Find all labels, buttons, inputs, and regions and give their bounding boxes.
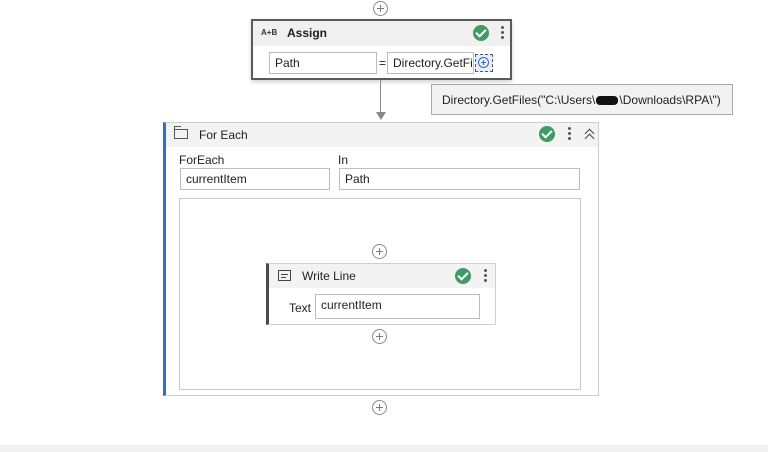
writeline-activity[interactable]: Write Line Text currentItem [266,263,496,325]
in-label: In [338,153,349,167]
kebab-menu-icon[interactable] [501,26,504,41]
check-circle-icon [539,126,555,142]
kebab-menu-icon[interactable] [484,269,487,284]
redaction-mark [596,96,619,106]
add-activity-body-bottom-icon[interactable] [372,329,387,344]
kebab-menu-icon[interactable] [568,127,571,142]
assign-icon: A+B [261,28,278,37]
writeline-title: Write Line [302,269,356,283]
add-activity-top-icon[interactable] [373,1,388,16]
text-value-field[interactable]: currentItem [315,294,480,319]
equals-sign: = [379,56,387,70]
foreach-title: For Each [199,128,248,142]
in-collection-field[interactable]: Path [339,168,580,190]
status-bar [0,445,768,452]
text-label: Text [289,301,312,315]
foreach-item-field[interactable]: currentItem [180,168,330,190]
expression-tooltip: Directory.GetFiles("C:\Users\ \Downloads\… [431,84,733,115]
assign-value-field[interactable]: Directory.GetFi [387,52,474,74]
flow-connector [380,80,381,113]
foreach-header: For Each [166,123,598,147]
add-activity-body-top-icon[interactable] [372,244,387,259]
foreach-label: ForEach [179,153,225,167]
check-circle-icon [473,25,489,41]
tooltip-text-end: \Downloads\RPA\") [619,93,721,107]
collapse-icon[interactable] [584,128,595,144]
foreach-icon [174,126,188,139]
assign-header: A+B Assign [253,21,510,46]
check-circle-icon [455,268,471,284]
expression-editor-icon[interactable] [475,54,493,72]
assign-to-field[interactable]: Path [269,52,377,74]
flow-arrow-icon [376,112,386,120]
tooltip-text-start: Directory.GetFiles("C:\Users\ [442,93,596,107]
writeline-icon [278,270,291,281]
assign-title: Assign [287,26,328,40]
writeline-header: Write Line [269,264,495,288]
add-activity-bottom-icon[interactable] [372,400,387,415]
assign-activity[interactable]: A+B Assign Path = Directory.GetFi [251,19,512,80]
